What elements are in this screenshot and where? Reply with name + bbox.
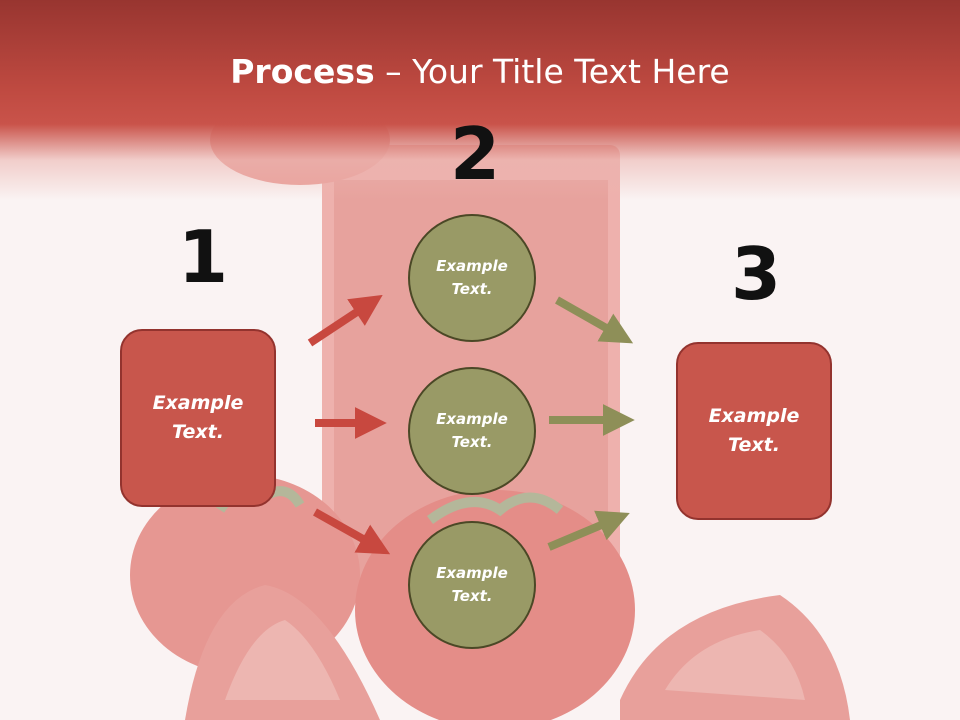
arrow-from-circle-bottom [547, 510, 630, 551]
step-number-3: 3 [731, 232, 782, 316]
box-left-line2: Text. [172, 421, 224, 443]
circle-middle-line2: Text. [451, 433, 493, 451]
title-rest: – Your Title Text Here [374, 52, 730, 91]
process-circle-bottom: Example Text. [408, 521, 536, 649]
process-circle-top: Example Text. [408, 214, 536, 342]
step-number-2: 2 [450, 112, 501, 196]
title-bold: Process [230, 52, 375, 91]
title-bar [0, 0, 960, 200]
box-right-line1: Example [708, 405, 800, 427]
arrow-to-circle-bottom [313, 508, 391, 555]
process-box-left: Example Text. [120, 329, 276, 507]
process-circle-middle: Example Text. [408, 367, 536, 495]
process-box-right: Example Text. [676, 342, 832, 520]
circle-bottom-line1: Example [436, 564, 508, 582]
circle-middle-line1: Example [436, 410, 508, 428]
arrow-to-circle-top [307, 294, 383, 347]
circle-bottom-line2: Text. [451, 587, 493, 605]
step-number-1: 1 [178, 215, 229, 299]
box-right-line2: Text. [728, 434, 780, 456]
slide-title: Process – Your Title Text Here [0, 52, 960, 91]
arrow-from-circle-top [555, 296, 634, 344]
circle-top-line2: Text. [451, 280, 493, 298]
box-left-line1: Example [152, 392, 244, 414]
circle-top-line1: Example [436, 257, 508, 275]
